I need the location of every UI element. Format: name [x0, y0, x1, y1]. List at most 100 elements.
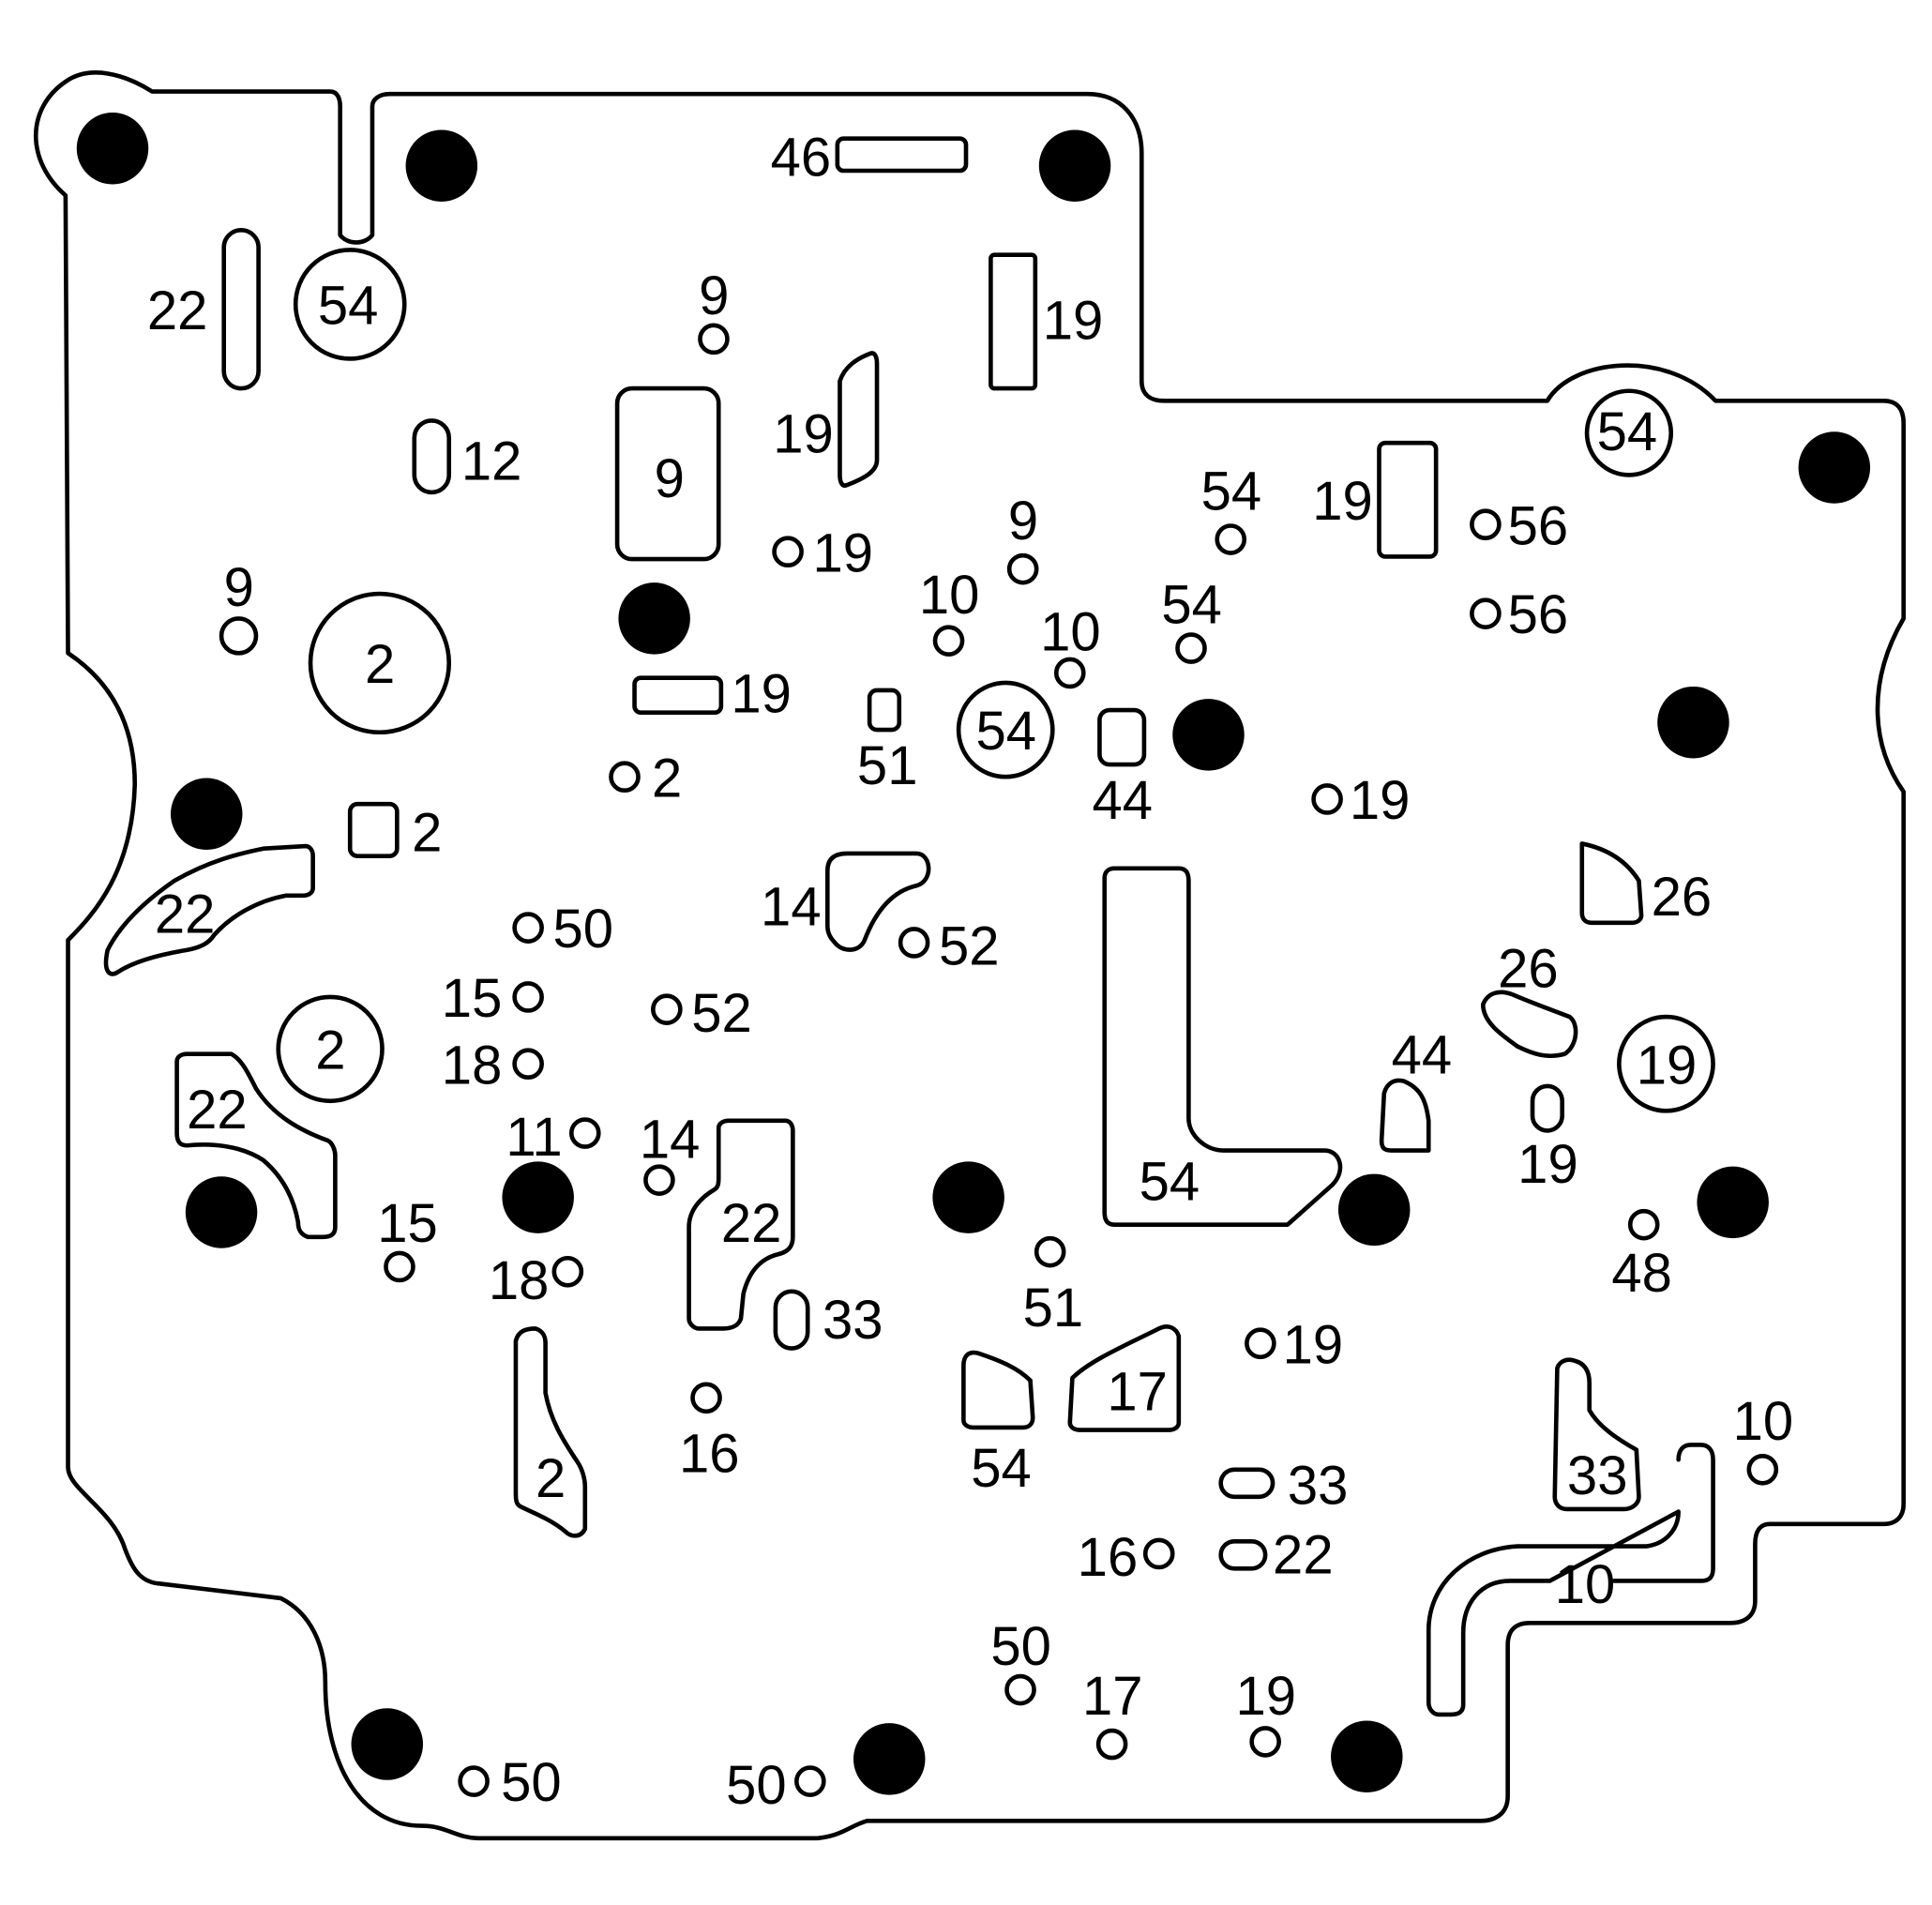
label-46: 46: [771, 127, 832, 188]
label-10: 10: [1040, 602, 1101, 663]
bolt-hole: [1038, 129, 1111, 202]
label-19: 19: [1350, 770, 1411, 831]
label-9: 9: [699, 265, 729, 326]
hole-11: [568, 1117, 601, 1149]
label-54: 54: [1140, 1151, 1200, 1212]
pocket-2-lower: [513, 1326, 588, 1538]
bolt-hole: [618, 582, 690, 655]
label-19: 19: [812, 522, 873, 583]
label-50: 50: [726, 1755, 787, 1816]
pocket-26-upper: [1579, 841, 1644, 926]
label-44: 44: [1093, 770, 1154, 831]
label-48: 48: [1611, 1243, 1672, 1304]
hole-19-b: [1311, 783, 1343, 815]
slot-46: [835, 136, 969, 174]
slot-33-lower: [1218, 1467, 1275, 1500]
label-19: 19: [731, 664, 792, 725]
port-2-middle: [276, 994, 385, 1104]
port-54-top-left: [293, 248, 407, 361]
pocket-54-lower: [961, 1350, 1035, 1430]
label-2: 2: [412, 802, 442, 863]
label-33: 33: [1567, 1445, 1628, 1506]
hole-54-b: [1175, 632, 1207, 664]
pocket-26-lower: [1480, 990, 1578, 1059]
pocket-14: [824, 851, 931, 952]
label-17: 17: [1107, 1361, 1168, 1422]
label-54: 54: [318, 276, 379, 337]
label-56: 56: [1508, 495, 1569, 556]
label-10: 10: [1555, 1554, 1616, 1615]
hole-18-a: [512, 1048, 544, 1081]
bolt-hole: [1657, 686, 1729, 759]
hole-19-c: [1245, 1327, 1276, 1360]
label-50: 50: [553, 899, 614, 960]
slot-19-top: [989, 252, 1038, 391]
plate-outline: [34, 70, 1906, 1841]
hole-48: [1627, 1208, 1660, 1241]
hole-50-c: [458, 1765, 490, 1797]
label-33: 33: [1288, 1456, 1349, 1517]
label-16: 16: [1078, 1527, 1139, 1588]
bolt-holes: [76, 113, 1871, 1795]
port-54-top-right: [1584, 388, 1674, 477]
bolt-hole: [351, 1708, 424, 1780]
slot-19-small-oval: [1530, 1083, 1564, 1133]
hole-50-a: [512, 912, 544, 944]
hole-14-small: [643, 1164, 675, 1196]
port-labels: 46 22 54 19 9 19 12 9 19 9 54 19 56 54 9…: [147, 127, 1793, 1816]
label-14: 14: [640, 1109, 701, 1170]
slot-19-horizontal: [632, 675, 724, 715]
label-44: 44: [1392, 1025, 1453, 1086]
hole-9-left: [219, 616, 259, 656]
bolt-hole: [1697, 1166, 1769, 1239]
bolt-hole: [76, 113, 149, 185]
label-19: 19: [1637, 1035, 1698, 1096]
slot-19-diagonal: [838, 351, 880, 488]
hole-9-top: [698, 323, 730, 355]
hole-10-c: [1746, 1453, 1779, 1486]
hole-56-a: [1470, 508, 1502, 540]
label-50: 50: [501, 1752, 562, 1813]
hole-9-mid: [1006, 552, 1039, 585]
label-51: 51: [857, 735, 918, 796]
label-10: 10: [919, 565, 980, 626]
label-54: 54: [971, 1438, 1032, 1499]
pocket-33-right: [1552, 1357, 1641, 1512]
label-15: 15: [442, 968, 503, 1029]
label-56: 56: [1508, 584, 1569, 645]
slot-22-lower: [1218, 1538, 1268, 1571]
pocket-44-lower: [1379, 1078, 1431, 1153]
hole-16-b: [1142, 1537, 1175, 1570]
label-2: 2: [365, 634, 395, 695]
label-2: 2: [315, 1020, 345, 1081]
label-22: 22: [147, 280, 208, 341]
hole-10-a: [932, 625, 965, 657]
label-12: 12: [461, 431, 522, 492]
slot-19-right: [1377, 440, 1439, 559]
label-2: 2: [652, 748, 682, 809]
channel-10: [1426, 1443, 1715, 1717]
label-2: 2: [536, 1448, 566, 1509]
label-16: 16: [679, 1423, 740, 1484]
label-26: 26: [1652, 867, 1713, 928]
pocket-54-large: [1102, 866, 1343, 1227]
label-19: 19: [1517, 1134, 1578, 1195]
label-18: 18: [442, 1035, 503, 1096]
hole-16-a: [690, 1382, 722, 1414]
bolt-hole: [1331, 1720, 1403, 1792]
label-22: 22: [721, 1193, 782, 1254]
label-19: 19: [1043, 290, 1104, 351]
label-19: 19: [1312, 471, 1373, 532]
label-54: 54: [1201, 461, 1262, 522]
label-10: 10: [1733, 1391, 1794, 1452]
hole-51-b: [1034, 1235, 1066, 1268]
bolt-hole: [185, 1176, 258, 1248]
hole-50-b: [1004, 1673, 1036, 1706]
hole-15-b: [384, 1250, 415, 1283]
label-22: 22: [187, 1080, 248, 1141]
hole-19-a: [772, 536, 804, 568]
hole-17-b: [1095, 1728, 1128, 1761]
pocket-22-middle-left: [174, 1051, 338, 1240]
hole-56-b: [1470, 597, 1502, 629]
label-54: 54: [976, 701, 1037, 762]
